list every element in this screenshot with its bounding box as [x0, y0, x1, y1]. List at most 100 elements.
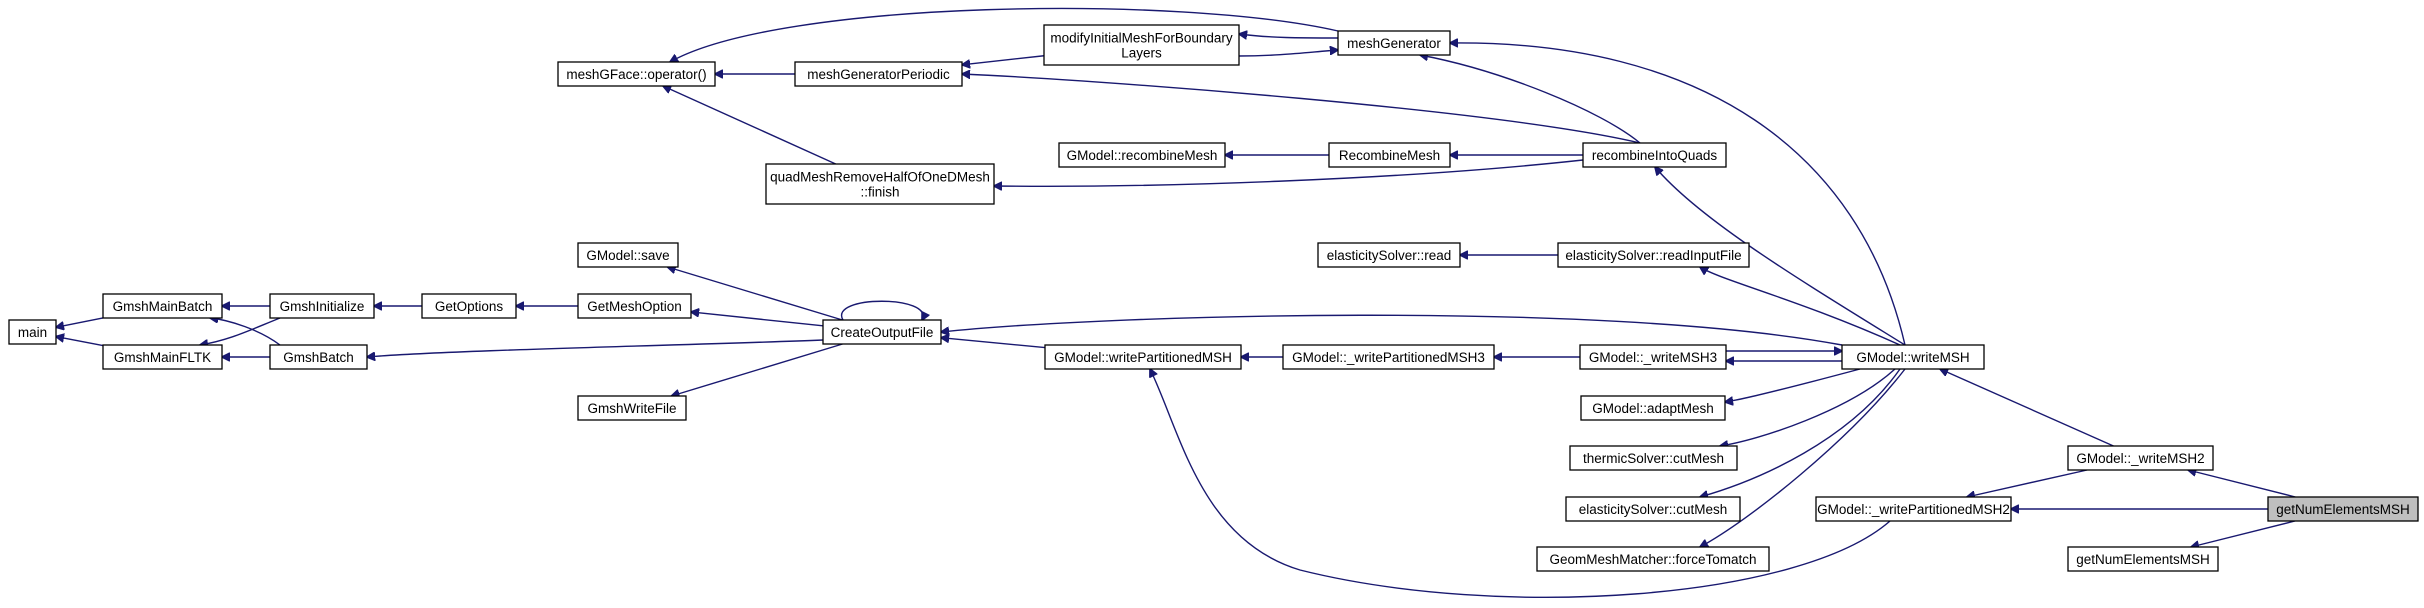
node-gmshMainFLTK[interactable]: GmshMainFLTK [102, 344, 223, 370]
edge-gmodelWritePartitionedMSH-to-createOutputFile [941, 338, 1046, 349]
node-gmshInitialize[interactable]: GmshInitialize [269, 293, 375, 319]
node-thermicCutMesh[interactable]: thermicSolver::cutMesh [1569, 445, 1738, 471]
node-label: GeomMeshMatcher::forceTomatch [1549, 552, 1756, 567]
node-label: GmshInitialize [280, 299, 365, 314]
node-gmodelWritePartitionedMSH3[interactable]: GModel::_writePartitionedMSH3 [1282, 344, 1495, 370]
node-box [102, 293, 223, 319]
node-getOptions[interactable]: GetOptions [421, 293, 517, 319]
edge-getNumElementsMSH-to-getNumElementsMSH2 [2191, 520, 2296, 547]
node-label: RecombineMesh [1339, 148, 1440, 163]
edge-createOutputFile-to-gmshWriteFile [671, 343, 843, 396]
edge-gmodelWriteMSH-to-recombineIntoQuads [1655, 167, 1906, 346]
node-label: GmshBatch [283, 350, 354, 365]
node-box [1328, 142, 1451, 168]
node-gmodelWritePartitionedMSH[interactable]: GModel::writePartitionedMSH [1044, 344, 1242, 370]
node-label: GModel::recombineMesh [1067, 148, 1218, 163]
node-label: elasticitySolver::readInputFile [1565, 248, 1741, 263]
node-label: GetMeshOption [587, 299, 682, 314]
node-label: main [18, 325, 47, 340]
edge-gmshMainBatch-to-main [56, 317, 104, 327]
node-box [1044, 344, 1242, 370]
node-box [8, 319, 57, 345]
node-label: GModel::save [586, 248, 669, 263]
node-meshGeneratorPeriodic[interactable]: meshGeneratorPeriodic [794, 61, 963, 87]
node-box [102, 344, 223, 370]
node-gmodelAdaptMesh[interactable]: GModel::adaptMesh [1580, 395, 1726, 421]
edge-gmodelWriteMSH2-to-gmodelWritePartitionedMSH2 [1967, 469, 2088, 497]
edge-getNumElementsMSH-to-gmodelWriteMSH2 [2188, 470, 2296, 498]
node-label: quadMeshRemoveHalfOfOneDMesh [770, 170, 990, 185]
node-box [1043, 24, 1240, 66]
node-main[interactable]: main [8, 319, 57, 345]
node-gmodelWriteMSH[interactable]: GModel::writeMSH [1841, 344, 1985, 370]
node-label: CreateOutputFile [831, 325, 934, 340]
node-gmodelWriteMSH3[interactable]: GModel::_writeMSH3 [1579, 344, 1727, 370]
node-recombineIntoQuads[interactable]: recombineIntoQuads [1582, 142, 1727, 168]
node-label: GmshMainBatch [113, 299, 213, 314]
node-label: GModel::_writeMSH3 [1589, 350, 1717, 365]
node-label: elasticitySolver::read [1327, 248, 1452, 263]
node-label: ::finish [860, 185, 899, 200]
node-elasticityReadInputFile[interactable]: elasticitySolver::readInputFile [1557, 242, 1750, 268]
edge-gmodelWriteMSH-to-geomMeshMatcher [1700, 368, 1906, 547]
edge-recombineIntoQuads-to-meshGeneratorPeriodic [962, 74, 1641, 144]
edge-gmodelWriteMSH2-to-gmodelWriteMSH [1940, 369, 2114, 447]
node-getNumElementsMSH[interactable]: getNumElementsMSH [2267, 496, 2419, 522]
edge-recombineIntoQuads-to-quadMeshRemove [994, 159, 1584, 186]
node-label: GmshMainFLTK [114, 350, 211, 365]
node-label: GModel::_writePartitionedMSH3 [1292, 350, 1485, 365]
edge-gmodelWriteMSH-to-gmodelAdaptMesh [1725, 368, 1861, 402]
node-label: GModel::writeMSH [1856, 350, 1969, 365]
node-gmshWriteFile[interactable]: GmshWriteFile [577, 395, 687, 421]
node-gmshMainBatch[interactable]: GmshMainBatch [102, 293, 223, 319]
node-box [577, 242, 679, 268]
edges [56, 7, 2296, 598]
node-box [269, 344, 368, 370]
node-label: GModel::_writePartitionedMSH2 [1817, 502, 2010, 517]
node-meshGFaceOperator[interactable]: meshGFace::operator() [557, 61, 716, 87]
node-geomMeshMatcher[interactable]: GeomMeshMatcher::forceTomatch [1536, 546, 1770, 572]
node-box [2067, 546, 2219, 572]
node-gmodelWriteMSH2[interactable]: GModel::_writeMSH2 [2067, 445, 2214, 471]
node-meshGenerator[interactable]: meshGenerator [1337, 30, 1451, 56]
node-label: getNumElementsMSH [2076, 552, 2210, 567]
node-label: elasticitySolver::cutMesh [1579, 502, 1728, 517]
node-box [1815, 496, 2012, 522]
node-box [1536, 546, 1770, 572]
node-box [2267, 496, 2419, 522]
node-gmodelRecombineMesh[interactable]: GModel::recombineMesh [1058, 142, 1226, 168]
node-gmodelWritePartitionedMSH2[interactable]: GModel::_writePartitionedMSH2 [1815, 496, 2012, 522]
node-box [1282, 344, 1495, 370]
node-label: meshGFace::operator() [566, 67, 706, 82]
node-box [269, 293, 375, 319]
node-elasticityRead[interactable]: elasticitySolver::read [1317, 242, 1461, 268]
edge-gmodelWriteMSH-to-elasticityCutMesh [1700, 368, 1901, 497]
node-label: GmshWriteFile [587, 401, 676, 416]
edge-gmodelWriteMSH-to-elasticityReadInputFile [1700, 267, 1901, 346]
node-label: meshGenerator [1347, 36, 1441, 51]
node-getNumElementsMSH2[interactable]: getNumElementsMSH [2067, 546, 2219, 572]
node-box [577, 395, 687, 421]
edge-createOutputFile-to-gmodelSave [668, 267, 843, 321]
node-createOutputFile[interactable]: CreateOutputFile [822, 319, 942, 345]
node-box [794, 61, 963, 87]
edge-modifyInitialMesh-to-meshGeneratorPeriodic [962, 55, 1045, 65]
node-gmodelSave[interactable]: GModel::save [577, 242, 679, 268]
node-box [1569, 445, 1738, 471]
edge-createOutputFile-to-getMeshOption [691, 312, 824, 327]
node-getMeshOption[interactable]: GetMeshOption [577, 293, 692, 319]
edge-createOutputFile-to-gmshBatch [367, 339, 824, 357]
edge-meshGenerator-to-modifyInitialMesh [1239, 34, 1339, 38]
node-label: meshGeneratorPeriodic [807, 67, 950, 82]
node-box [577, 293, 692, 319]
node-recombineMesh[interactable]: RecombineMesh [1328, 142, 1451, 168]
edge-gmodelWriteMSH-to-meshGenerator [1450, 43, 1906, 346]
node-box [557, 61, 716, 87]
node-gmshBatch[interactable]: GmshBatch [269, 344, 368, 370]
edge-recombineIntoQuads-to-meshGenerator [1420, 55, 1641, 144]
node-elasticityCutMesh[interactable]: elasticitySolver::cutMesh [1565, 496, 1741, 522]
node-quadMeshRemove[interactable]: quadMeshRemoveHalfOfOneDMesh::finish [765, 163, 995, 205]
edge-gmodelWritePartitionedMSH2-to-gmodelWritePartitionedMSH [1150, 369, 1891, 598]
